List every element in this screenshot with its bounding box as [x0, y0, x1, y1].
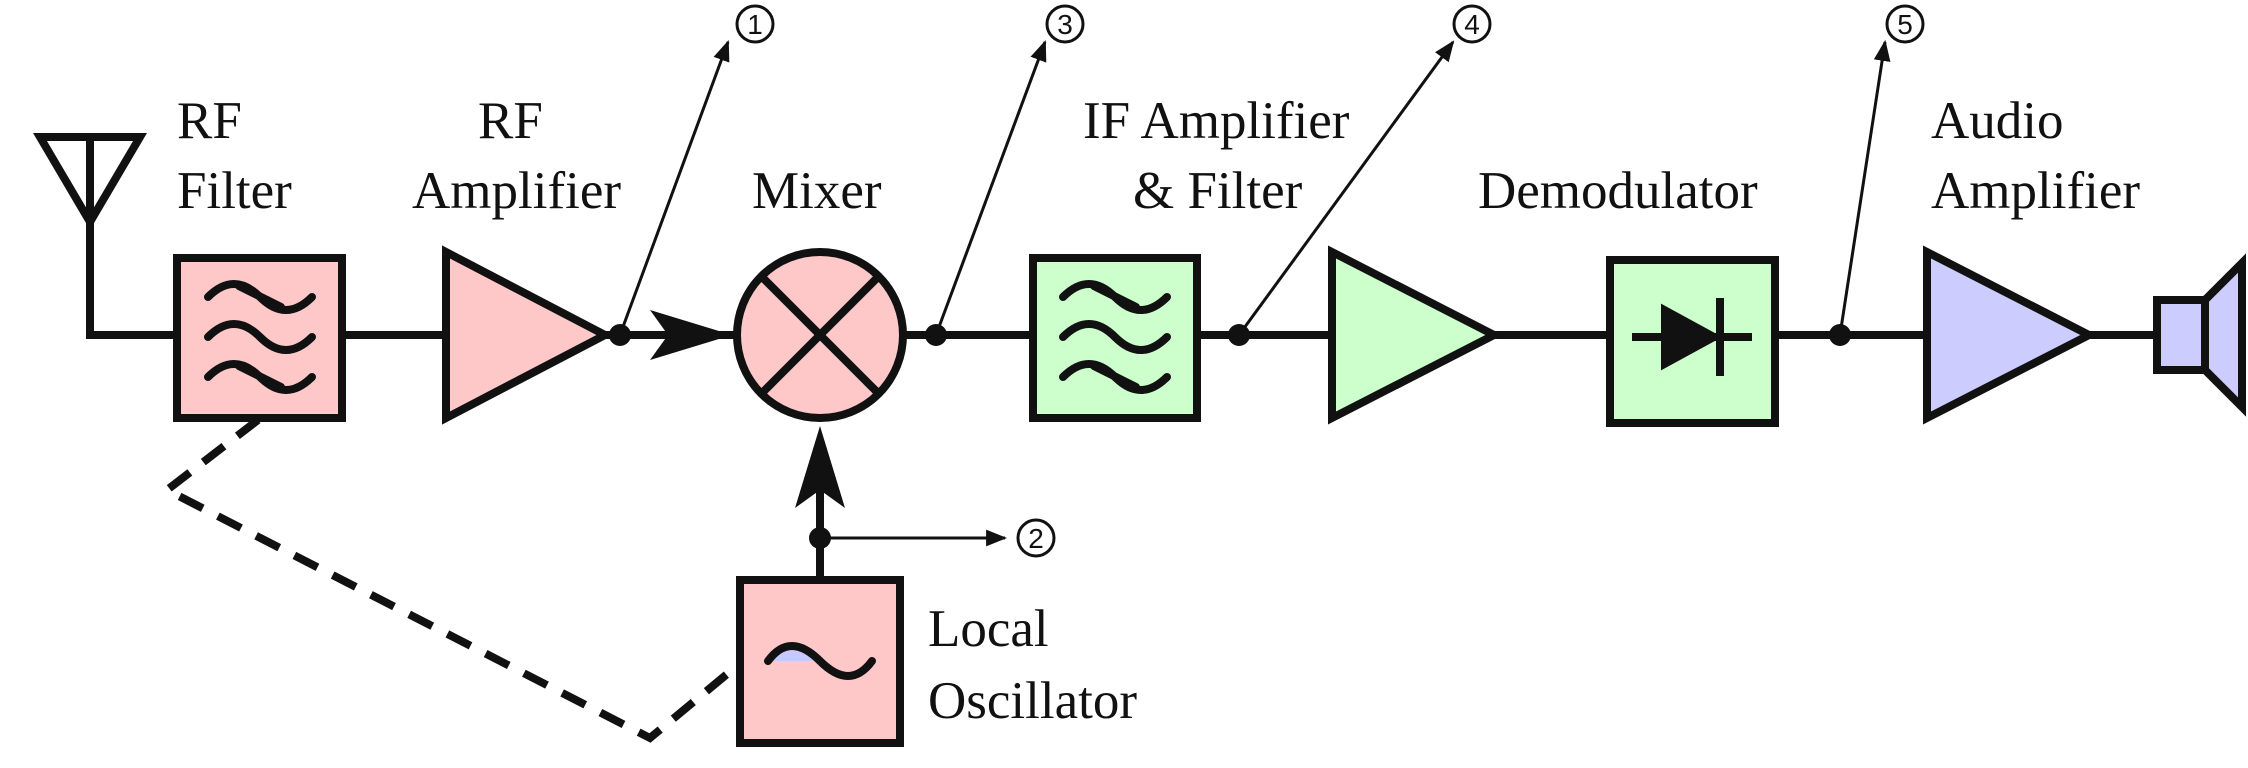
test-point-2: 2: [1016, 518, 1056, 558]
sine-wave-icon: [764, 642, 876, 680]
rf-filter-label-line2: Filter: [177, 162, 292, 220]
mixer-input-arrow: [618, 310, 732, 360]
rf-amplifier-label-line1: RF: [478, 92, 543, 150]
if-amplifier-filter-label-line2: & Filter: [1133, 162, 1303, 220]
svg-text:3: 3: [1057, 9, 1073, 40]
test-point-3: 3: [1045, 4, 1085, 44]
svg-text:1: 1: [747, 9, 763, 40]
test-point-4: 4: [1452, 4, 1492, 44]
demodulator-label: Demodulator: [1478, 162, 1758, 220]
svg-text:5: 5: [1897, 9, 1913, 40]
mixer-x-icon: [759, 274, 881, 396]
rf-filter-block: [173, 254, 346, 422]
mixer-block: [733, 248, 907, 422]
tuning-link-dashed-line: [159, 416, 741, 743]
rf-amplifier-label-line2: Amplifier: [412, 162, 621, 220]
antenna-icon: [33, 133, 147, 230]
bandpass-filter-icon: [204, 280, 316, 394]
svg-text:4: 4: [1464, 9, 1480, 40]
mixer-label: Mixer: [752, 162, 882, 220]
svg-text:2: 2: [1028, 523, 1044, 554]
demodulator-block: [1606, 256, 1779, 427]
audio-amplifier-label-line2: Amplifier: [1931, 162, 2140, 220]
if-filter-block: [1029, 254, 1201, 422]
bandpass-filter-icon: [1059, 280, 1171, 394]
rf-amplifier-triangle: [442, 245, 614, 425]
test-point-5-arrow: [1838, 39, 1891, 336]
test-point-1-arrow: [618, 40, 730, 336]
local-oscillator-label-line2: Oscillator: [928, 672, 1137, 730]
lo-to-mixer-arrow: [795, 426, 845, 525]
local-oscillator-block: [736, 576, 904, 747]
audio-amplifier-label-line1: Audio: [1931, 92, 2064, 150]
local-oscillator-label-line1: Local: [928, 600, 1049, 658]
speaker-icon: [2153, 253, 2246, 417]
rf-filter-label-line1: RF: [177, 92, 242, 150]
audio-amplifier-triangle: [1923, 245, 2098, 425]
block-labels: RF Filter RF Amplifier Mixer IF Amplifie…: [177, 92, 2140, 730]
test-point-5: 5: [1885, 4, 1925, 44]
test-point-markers: 1 2 3 4 5: [735, 4, 1925, 558]
if-amplifier-filter-label-line1: IF Amplifier: [1083, 92, 1350, 150]
test-point-leaders: [618, 39, 1891, 547]
if-amplifier-triangle: [1328, 245, 1503, 425]
test-point-4-arrow: [1237, 40, 1455, 336]
test-point-3-arrow: [934, 40, 1047, 336]
diode-icon: [1632, 298, 1752, 376]
test-point-1: 1: [735, 4, 775, 44]
